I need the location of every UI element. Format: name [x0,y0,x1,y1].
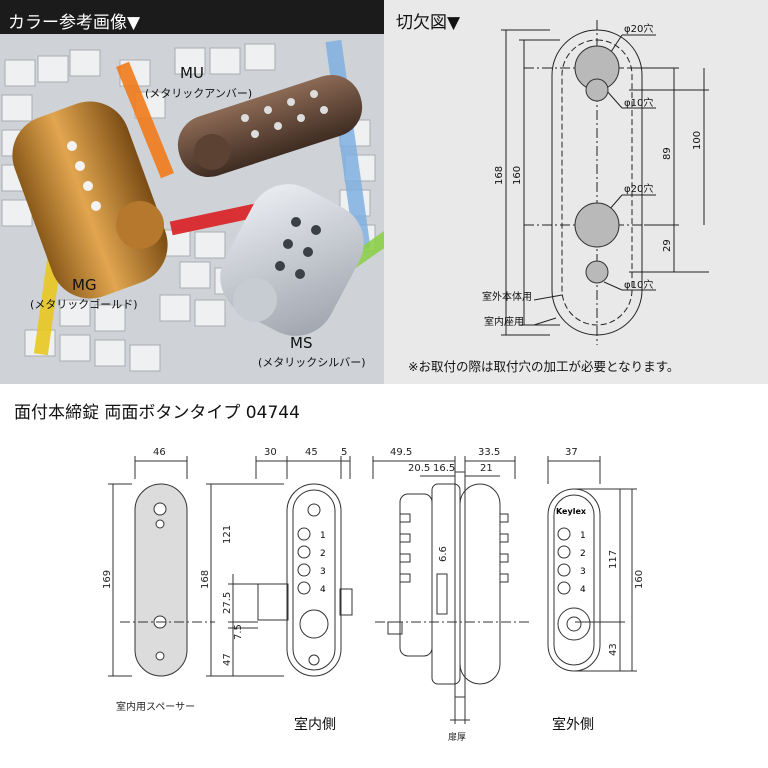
outdoor-button-label-1: 1 [580,531,586,541]
color-name-mg: (メタリックゴールド) [30,297,138,311]
label-indoor-seat: 室内座用 [484,315,524,328]
outdoor-button-3[interactable] [557,563,571,577]
label-outdoor-body: 室外本体用 [482,290,532,303]
spacer-dim-46: 46 [153,447,166,458]
color-code-mu: MU [180,64,204,82]
dim-160: 160 [512,166,523,185]
outdoor-side-label: 室外側 [552,716,594,733]
dim-29: 29 [662,239,673,252]
product-title: 面付本締錠 両面ボタンタイプ 04744 [14,403,300,423]
indoor-dim-45: 45 [305,447,318,458]
outdoor-dim-37: 37 [565,447,578,458]
hole-20-mid [574,202,620,248]
indoor-button-label-1: 1 [320,531,326,541]
indoor-button-label-4: 4 [320,585,326,595]
indoor-button-3[interactable] [297,563,311,577]
outdoor-button-panel: Keylex 1 2 3 4 [556,507,587,595]
lock-silver [220,184,364,336]
indoor-deadbolt [257,583,289,621]
color-name-ms: (メタリックシルバー) [258,356,366,369]
label-hole-20-top: φ20穴 [624,22,653,35]
outdoor-dim-43: 43 [608,643,619,656]
label-hole-10-top: φ10穴 [624,96,653,109]
side-dim-20-5: 20.5 [408,463,430,474]
indoor-thumb-turn [299,609,329,639]
label-hole-20-mid: φ20穴 [624,182,653,195]
indoor-dim-30: 30 [264,447,277,458]
indoor-dim-47: 47 [222,653,233,666]
lock-gold [12,101,168,299]
side-dim-49-5: 49.5 [390,447,412,458]
indoor-side-label: 室内側 [294,716,336,733]
product-photo: MU (メタリックアンバー) MG (メタリックゴールド) MS (メタリックシ… [0,0,384,384]
indoor-button-label-2: 2 [320,549,326,559]
color-name-mu: (メタリックアンバー) [145,87,252,100]
cutout-panel-title: 切欠図▼ [396,13,461,33]
indoor-dim-27-5: 27.5 [222,592,233,614]
outdoor-button-2[interactable] [557,545,571,559]
outdoor-button-label-3: 3 [580,567,586,577]
indoor-dim-168: 168 [200,570,211,589]
indoor-button-label-3: 3 [320,567,326,577]
label-hole-10-bottom: φ10穴 [624,278,653,291]
dim-168: 168 [494,166,505,185]
indoor-button-2[interactable] [297,545,311,559]
dim-89: 89 [662,147,673,160]
side-dim-16-5: 16.5 [433,463,455,474]
indoor-dim-5: 5 [341,447,347,458]
cutout-diagram: φ20穴 φ10穴 φ20穴 φ10穴 室外本体用 室内座用 168 160 8… [482,20,709,345]
orange-rod [116,61,174,179]
indoor-button-4[interactable] [297,581,311,595]
indoor-button-panel: 1 2 3 4 [297,527,326,595]
indoor-body [286,483,342,677]
side-dim-21: 21 [480,463,493,474]
outdoor-brand-logo: Keylex [556,507,587,516]
outdoor-body [547,488,601,672]
outdoor-key-cylinder [557,607,591,641]
spacer-dim-169: 169 [102,570,113,589]
outdoor-button-1[interactable] [557,527,571,541]
indoor-dim-7-5: 7.5 [233,624,244,640]
dim-100: 100 [692,131,703,150]
outdoor-dim-160: 160 [634,570,645,589]
color-reference-photo: MU (メタリックアンバー) MG (メタリックゴールド) MS (メタリックシ… [0,0,384,384]
photo-panel-title: カラー参考画像▼ [8,13,141,33]
outdoor-button-label-4: 4 [580,585,586,595]
spacer-outline [134,483,188,677]
door-thickness-label: 扉厚 [448,731,466,743]
technical-drawings: 1 2 3 4 Keylex 1 2 3 4 46 169 30 45 5 16… [102,447,645,743]
outdoor-dim-117: 117 [608,550,619,569]
hole-10-top [585,78,609,102]
side-dim-33-5: 33.5 [478,447,500,458]
color-code-ms: MS [290,334,312,352]
outdoor-button-4[interactable] [557,581,571,595]
cutout-diagram-panel: 切欠図▼ [384,0,768,384]
outdoor-button-label-2: 2 [580,549,586,559]
spacer-label: 室内用スペーサー [116,700,195,713]
color-code-mg: MG [72,276,97,294]
side-dim-6-6: 6.6 [438,546,449,562]
dimension-drawings: 面付本締錠 両面ボタンタイプ 04744 [0,384,768,768]
cutout-note: ※お取付の際は取付穴の加工が必要となります。 [408,359,680,374]
indoor-button-1[interactable] [297,527,311,541]
indoor-dim-121: 121 [222,525,233,544]
hole-10-bottom [585,260,609,284]
lock-amber [177,74,363,178]
